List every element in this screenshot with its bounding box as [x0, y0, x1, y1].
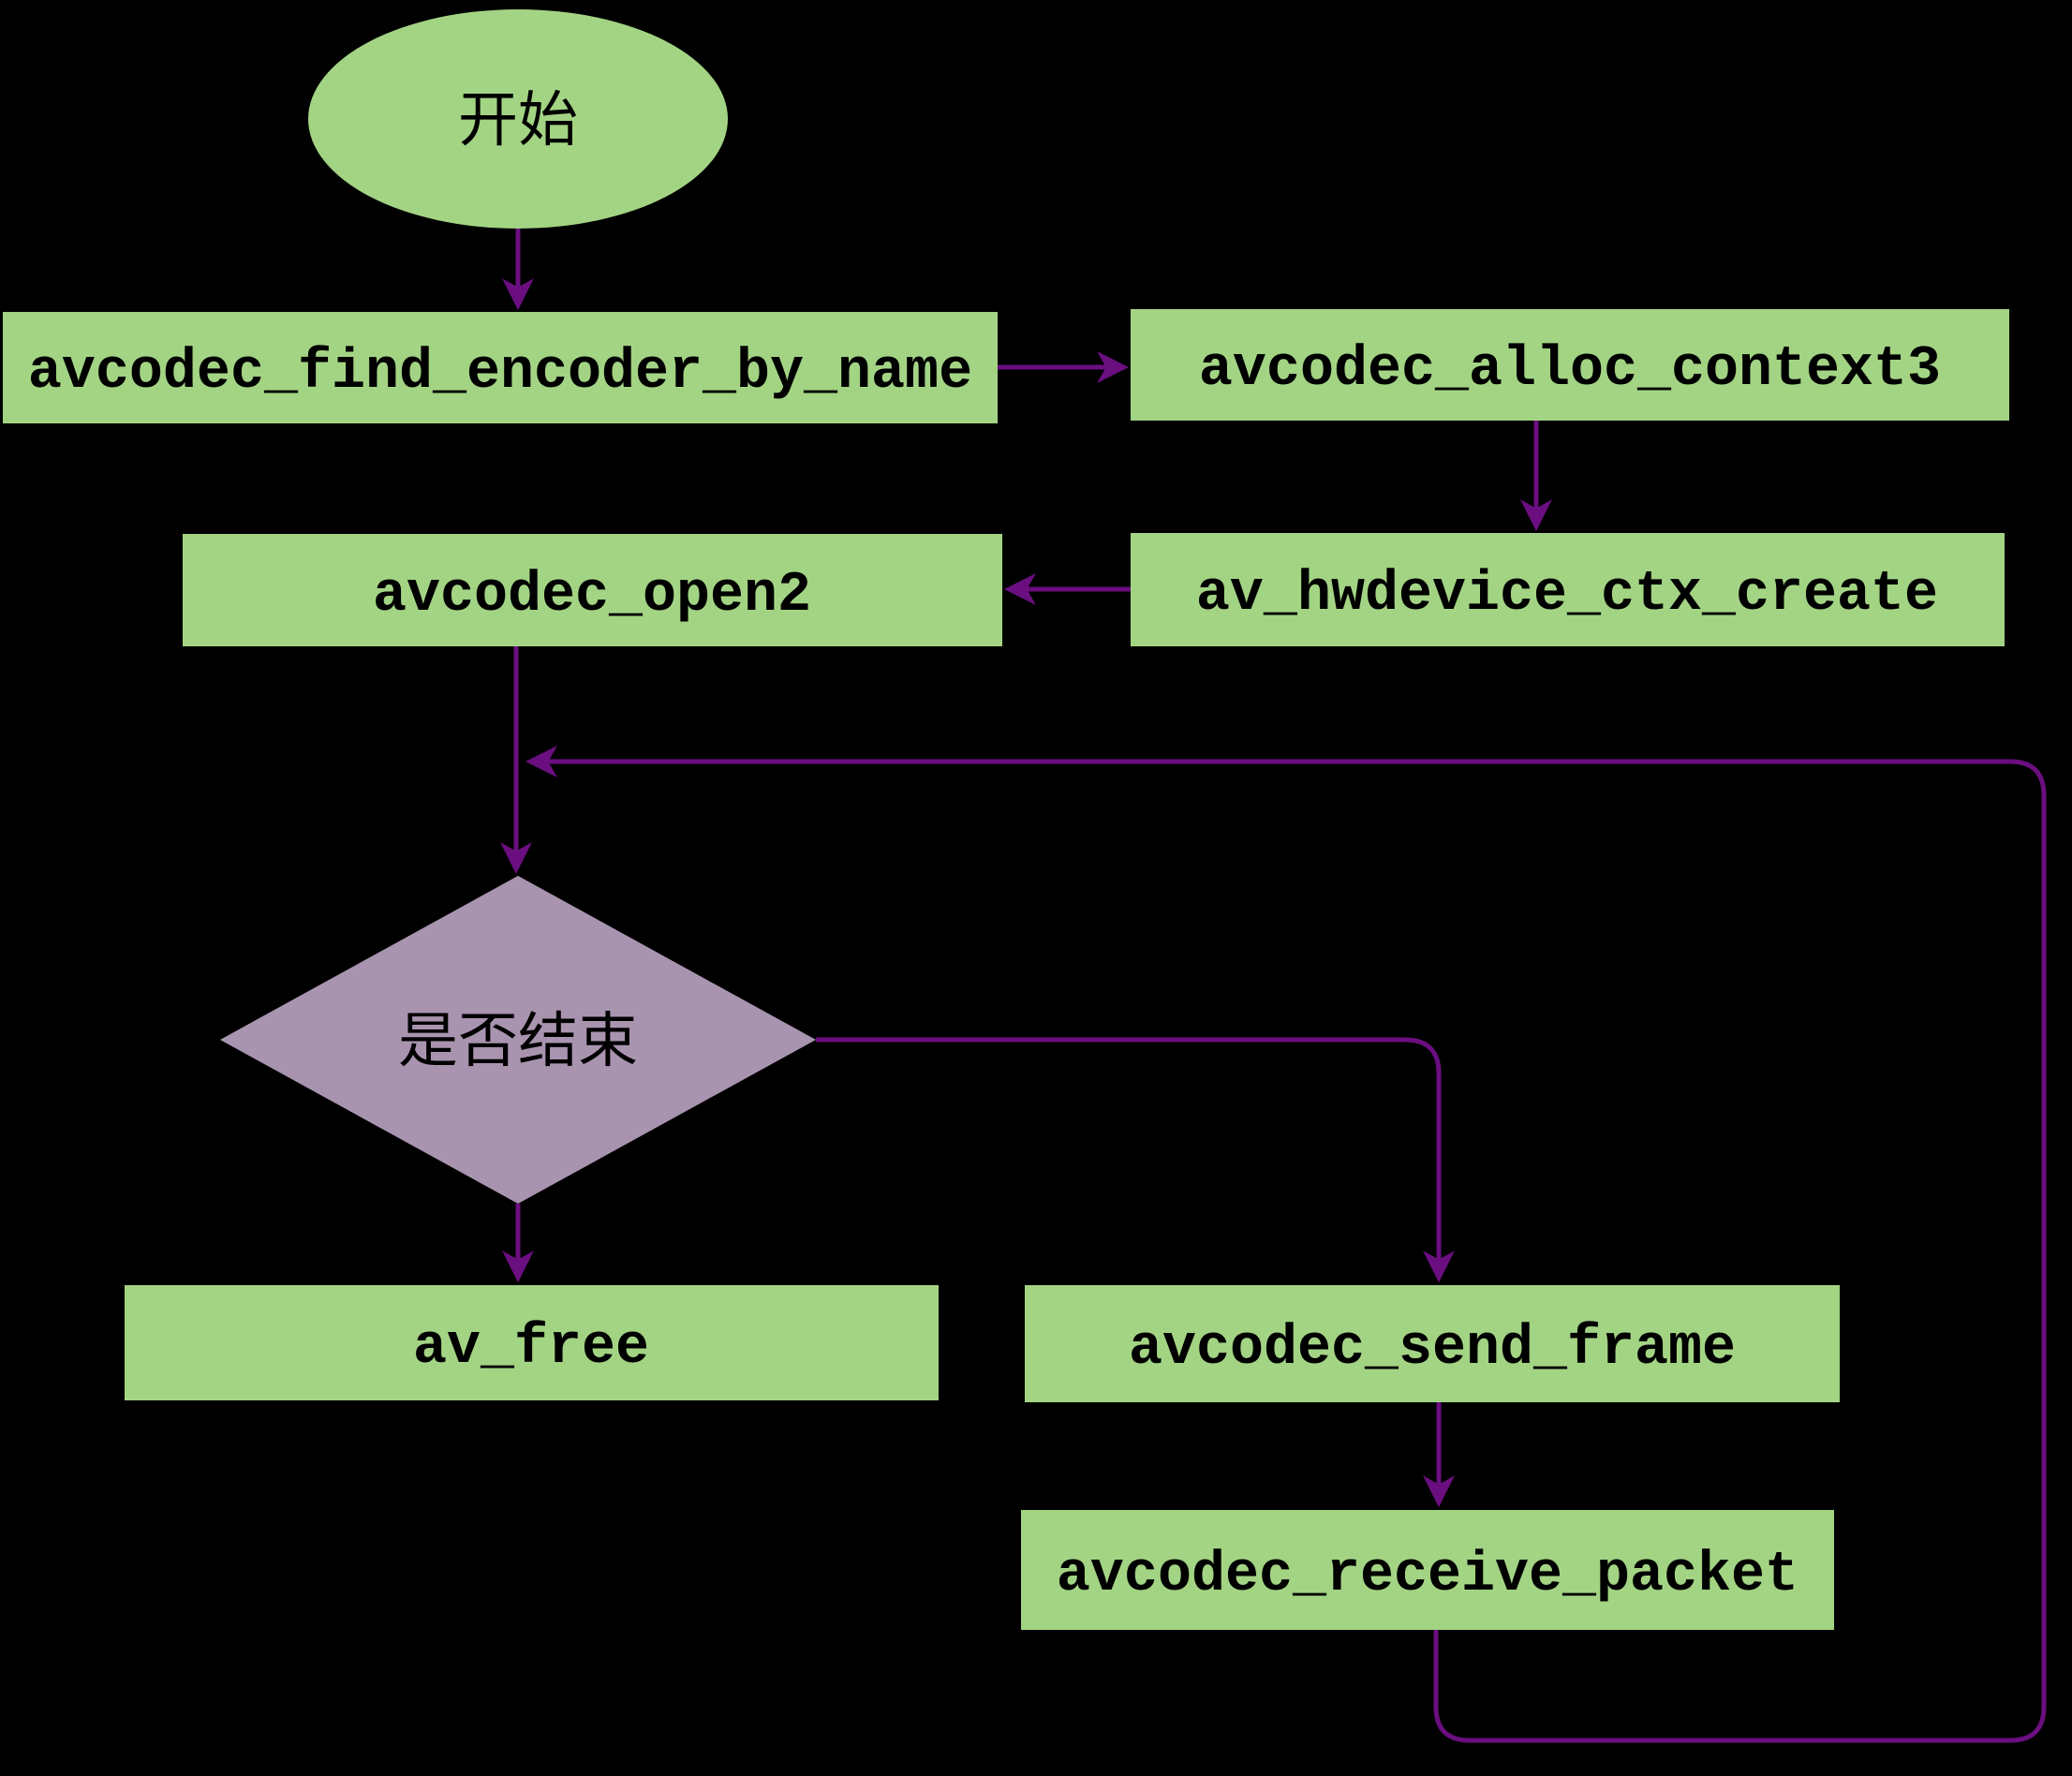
node-alloc-context-label: avcodec_alloc_context3	[1199, 338, 1941, 402]
node-av-free	[125, 1285, 939, 1400]
node-loop-check	[220, 876, 816, 1204]
node-receive-packet-label: avcodec_receive_packet	[1057, 1544, 1798, 1607]
edge-receive-packet-loopback	[525, 746, 2047, 1743]
node-open2	[183, 534, 1002, 646]
node-start-label: 开始	[458, 86, 578, 155]
node-find-encoder	[3, 312, 998, 423]
node-send-frame-label: avcodec_send_frame	[1129, 1317, 1736, 1381]
node-loop-check-label: 是否结束	[398, 1007, 638, 1076]
node-find-encoder-label: avcodec_find_encoder_by_name	[28, 341, 972, 405]
edge-decision-to-send-frame	[816, 1037, 1455, 1283]
node-hwdevice	[1131, 533, 2005, 646]
node-alloc-context	[1131, 309, 2009, 421]
node-receive-packet	[1021, 1510, 1834, 1630]
node-start	[308, 9, 728, 229]
node-hwdevice-label: av_hwdevice_ctx_create	[1196, 563, 1938, 627]
node-av-free-label: av_free	[413, 1316, 649, 1380]
node-open2-label: avcodec_open2	[373, 564, 811, 628]
node-send-frame	[1025, 1285, 1840, 1402]
